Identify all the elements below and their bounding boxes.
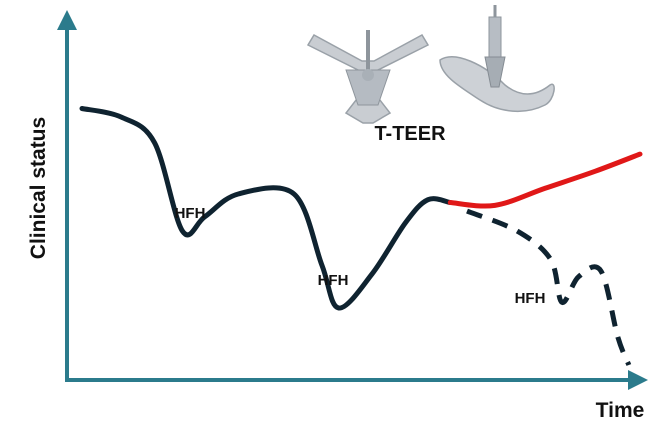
clip-delivery-device-icon — [439, 5, 555, 113]
y-axis-arrow — [57, 10, 77, 30]
x-axis-label: Time — [596, 399, 645, 422]
series-line-baseline — [79, 106, 453, 311]
procedure-label: T-TEER — [374, 123, 446, 145]
clip-device-icon — [306, 30, 430, 124]
hfh-annotation-2: HFH — [318, 272, 349, 289]
series-line-without-tteer — [466, 208, 632, 366]
x-axis-arrow — [628, 370, 648, 390]
hfh-annotation-1: HFH — [175, 205, 206, 222]
y-axis-label: Clinical status — [27, 117, 50, 259]
hfh-annotation-3: HFH — [515, 290, 546, 307]
series-line-after-tteer — [447, 151, 643, 209]
